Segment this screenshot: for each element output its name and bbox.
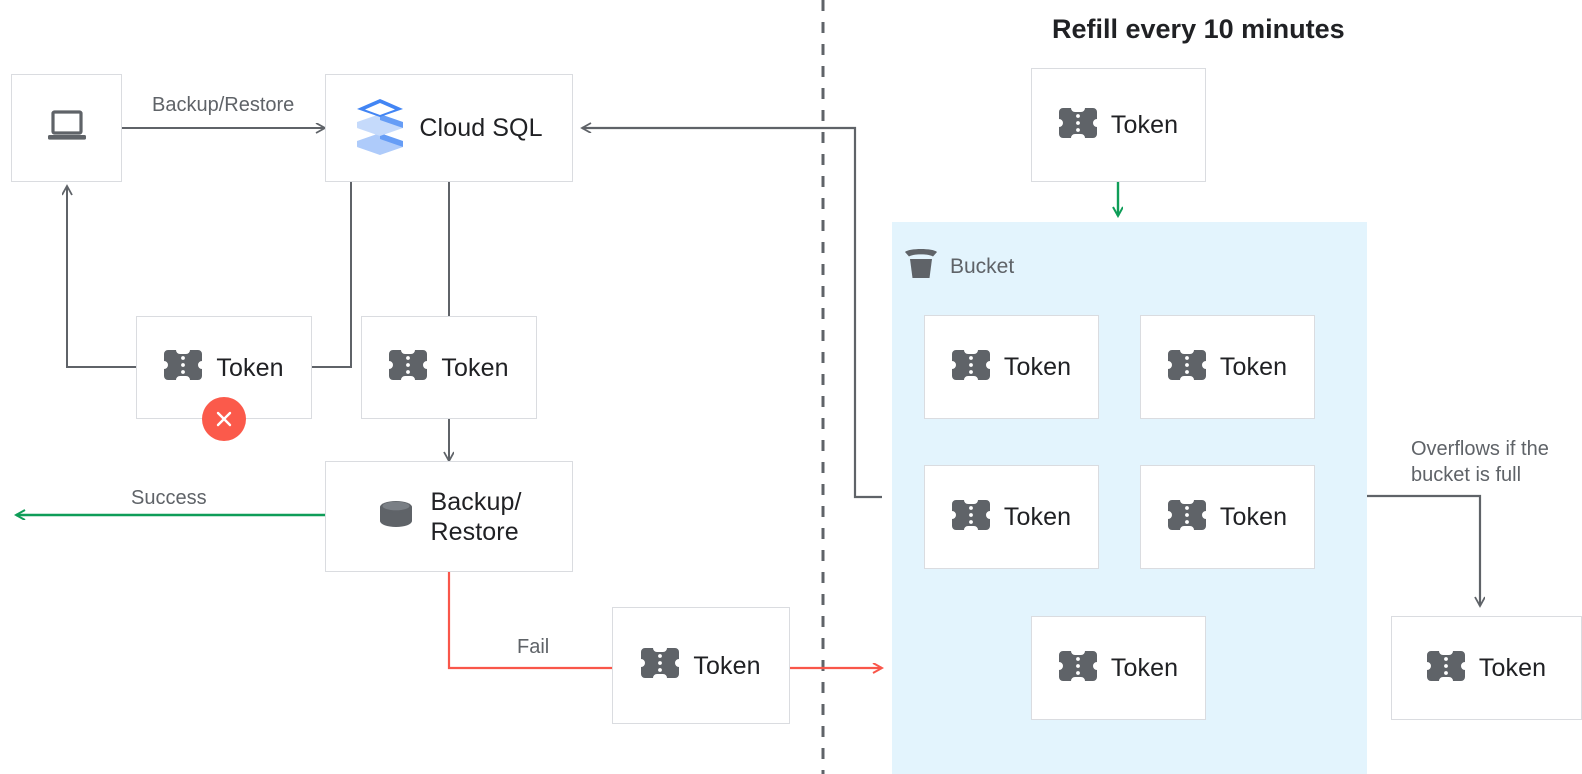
token-icon (389, 350, 428, 385)
edge-label-backup-restore: Backup/Restore (152, 94, 295, 116)
bucket-token-4[interactable]: Token (1140, 465, 1315, 569)
bucket-label: Bucket (950, 254, 1015, 278)
edge-bucket-to-cloudsql (582, 128, 882, 499)
bucket-token-2[interactable]: Token (1140, 315, 1315, 419)
token-icon (1058, 107, 1097, 143)
node-cloud-sql[interactable]: Cloud SQL (325, 74, 573, 182)
edge-bucket-overflow (1367, 494, 1480, 606)
token-icon (1426, 650, 1465, 686)
edge-token-failed-to-client (67, 186, 136, 368)
node-token-overflow-label: Token (1478, 654, 1547, 682)
bucket-token-1-label: Token (1003, 353, 1072, 381)
edge-label-success: Success (131, 487, 207, 509)
bucket-token-1[interactable]: Token (924, 315, 1099, 419)
bucket-icon (903, 248, 939, 285)
node-token-consumed[interactable]: Token (361, 316, 537, 419)
page-title: Refill every 10 minutes (1052, 14, 1345, 44)
node-token-consumed-label: Token (441, 353, 509, 382)
bucket-token-5-label: Token (1110, 654, 1179, 682)
node-backup-restore[interactable]: Backup/ Restore (325, 461, 573, 572)
node-token-fail-path-label: Token (693, 651, 761, 680)
bucket-header: Bucket (903, 248, 1014, 285)
token-icon (951, 349, 990, 385)
edge-cloudsql-to-token-failed (312, 182, 352, 368)
bucket-token-4-label: Token (1219, 503, 1288, 531)
token-icon (641, 648, 680, 683)
bucket-token-3[interactable]: Token (924, 465, 1099, 569)
node-token-failed-label: Token (216, 353, 284, 382)
laptop-icon (46, 109, 88, 148)
edge-label-overflow: Overflows if the bucket is full (1411, 438, 1549, 486)
token-icon (1058, 650, 1097, 686)
node-token-overflow[interactable]: Token (1391, 616, 1582, 720)
cloud-sql-icon (355, 97, 405, 160)
bucket-token-5[interactable]: Token (1031, 616, 1206, 720)
bucket-token-2-label: Token (1219, 353, 1288, 381)
node-token-fail-path[interactable]: Token (612, 607, 790, 724)
node-token-refill-label: Token (1110, 111, 1179, 139)
bucket-token-3-label: Token (1003, 503, 1072, 531)
token-icon (951, 499, 990, 535)
database-icon (376, 498, 416, 535)
token-icon (1167, 499, 1206, 535)
error-badge (202, 397, 246, 441)
node-client[interactable] (11, 74, 122, 182)
node-token-refill[interactable]: Token (1031, 68, 1206, 182)
token-icon (1167, 349, 1206, 385)
node-backup-restore-label: Backup/ Restore (430, 487, 522, 546)
edge-label-fail: Fail (517, 636, 550, 658)
node-cloud-sql-label: Cloud SQL (419, 114, 543, 142)
token-icon (164, 350, 203, 385)
close-icon (216, 411, 232, 427)
